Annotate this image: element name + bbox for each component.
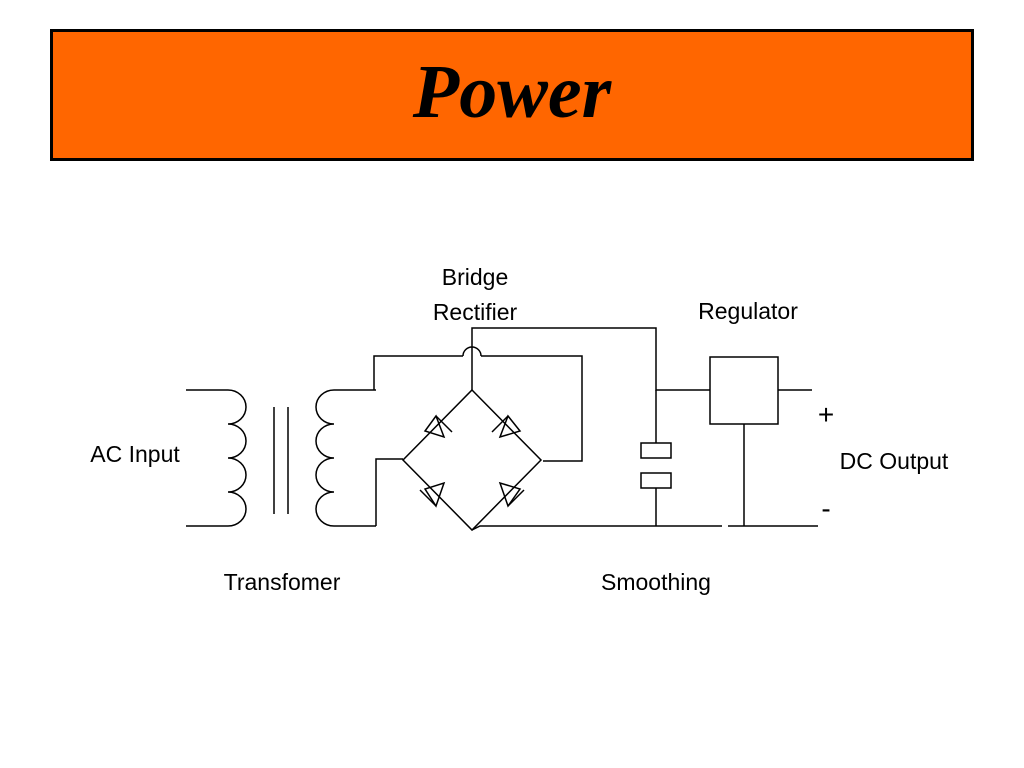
- regulator-label: Regulator: [698, 298, 798, 324]
- dc-output-label: DC Output: [840, 448, 949, 474]
- output-wiring: [471, 327, 818, 531]
- transformer-icon: [186, 389, 376, 527]
- capacitor-icon: [640, 390, 672, 526]
- ac-input-label: AC Input: [90, 441, 180, 467]
- bridge-label-line2: Rectifier: [433, 299, 518, 325]
- negative-terminal-label: -: [821, 493, 830, 524]
- bridge-label-line1: Bridge: [442, 264, 508, 290]
- secondary-wiring: [373, 346, 583, 526]
- page-title: Power: [412, 50, 612, 134]
- bridge-rectifier-icon: [401, 388, 543, 532]
- title-banner: Power: [50, 29, 974, 161]
- smoothing-label: Smoothing: [601, 569, 711, 595]
- regulator-box: [709, 356, 779, 425]
- positive-terminal-label: +: [818, 399, 834, 430]
- transformer-label: Transfomer: [224, 569, 341, 595]
